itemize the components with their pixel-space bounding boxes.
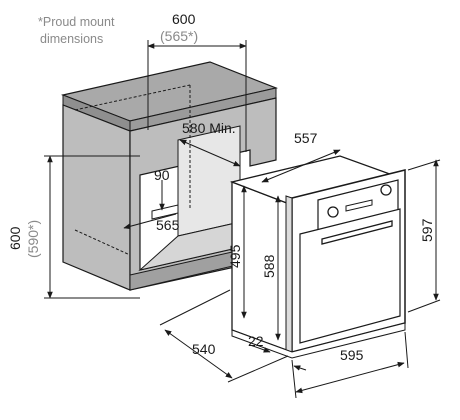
oven-front-lip [285,195,293,353]
dim-vent-height: 90 [154,167,170,183]
dim-oven-depth: 540 [192,341,216,357]
dim-oven-body-height: 495 [227,244,243,268]
dim-oven-width: 595 [340,347,364,363]
dim-cabinet-width: 600 [172,11,196,27]
dim-cabinet-height-proud: (590*) [25,220,41,258]
dim-vent-width: 565 [156,217,180,233]
oven-display [345,199,373,212]
dim-oven-front-height: 597 [419,218,435,242]
dim-oven-body-height-2: 588 [261,254,277,278]
cabinet-left-side [62,104,131,291]
dim-oven-depth-top: 557 [294,130,318,146]
note-line-1: *Proud mount [38,15,115,29]
oven [229,155,406,359]
dim-front-thickness: 22 [248,333,264,349]
dim-cabinet-width-proud: (565*) [160,28,198,44]
cabinet-vent [151,204,179,220]
oven-knob-left-icon [327,206,339,218]
dim-cavity-depth-min: 580 Min. [182,120,236,136]
dimension-lines [44,40,441,399]
note-line-2: dimensions [40,32,103,46]
oven-handle [321,220,393,245]
dim-cabinet-height: 600 [7,226,23,250]
oven-knob-right-icon [380,184,392,196]
cabinet-cavity-back [177,125,241,237]
